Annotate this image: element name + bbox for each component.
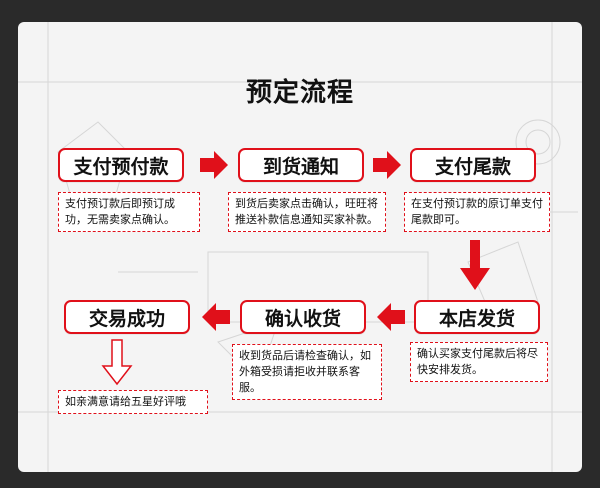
step-transaction-success: 交易成功 — [64, 300, 190, 334]
note-arrival-notice: 到货后卖家点击确认，旺旺将推送补款信息通知买家补款。 — [228, 192, 386, 232]
arrow-left-icon — [202, 303, 230, 331]
step-shipping: 本店发货 — [414, 300, 540, 334]
step-confirm-receipt: 确认收货 — [240, 300, 366, 334]
note-pay-balance: 在支付预订款的原订单支付尾款即可。 — [404, 192, 550, 232]
note-transaction-success: 如亲满意请给五星好评哦 — [58, 390, 208, 414]
arrow-right-icon — [200, 151, 228, 179]
note-confirm-receipt: 收到货品后请检查确认，如外箱受损请拒收并联系客服。 — [232, 344, 382, 400]
page-title: 预定流程 — [245, 78, 354, 108]
step-arrival-notice: 到货通知 — [238, 148, 364, 182]
arrow-down-outline-icon — [101, 339, 133, 386]
note-shipping: 确认买家支付尾款后将尽快安排发货。 — [410, 342, 548, 382]
arrow-down-icon — [460, 240, 490, 290]
arrow-right-icon — [373, 151, 401, 179]
step-pay-deposit: 支付预付款 — [58, 148, 184, 182]
arrow-left-icon — [377, 303, 405, 331]
note-pay-deposit: 支付预订款后即预订成功，无需卖家点确认。 — [58, 192, 200, 232]
step-pay-balance: 支付尾款 — [410, 148, 536, 182]
